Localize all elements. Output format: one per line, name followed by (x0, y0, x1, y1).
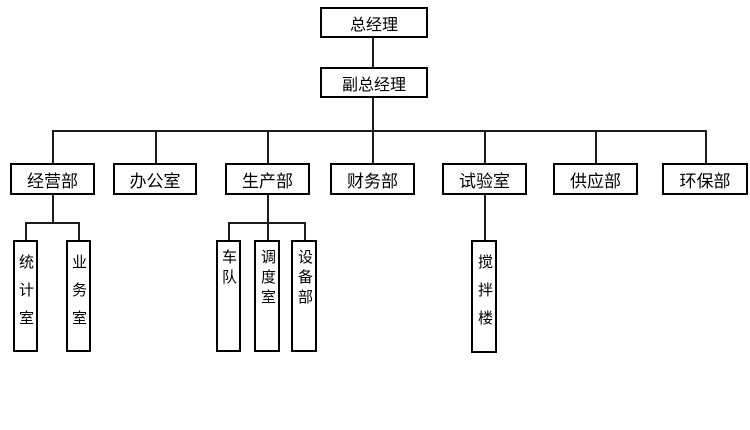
connector-line (372, 38, 374, 67)
connector-line (705, 130, 707, 163)
org-node-fleet: 车队 (216, 240, 241, 352)
connector-line (267, 195, 269, 240)
connector-line (267, 130, 269, 163)
connector-line (52, 130, 54, 163)
connector-line (52, 130, 706, 132)
org-node-business-room: 业务室 (66, 240, 91, 352)
org-node-business-dept: 经营部 (10, 163, 95, 195)
org-node-deputy-general-manager: 副总经理 (320, 67, 428, 98)
connector-line (228, 222, 305, 224)
org-node-environmental-dept: 环保部 (662, 163, 748, 195)
connector-line (595, 130, 597, 163)
connector-line (78, 222, 80, 240)
connector-line (155, 130, 157, 163)
connector-line (484, 195, 486, 240)
connector-line (25, 222, 27, 240)
org-node-laboratory: 试验室 (442, 163, 527, 195)
org-node-dispatch-room: 调度室 (254, 240, 280, 352)
connector-line (304, 222, 306, 240)
org-node-general-manager: 总经理 (320, 7, 428, 38)
connector-line (228, 222, 230, 240)
org-node-supply-dept: 供应部 (553, 163, 638, 195)
connector-line (484, 130, 486, 163)
org-node-production-dept: 生产部 (225, 163, 310, 195)
org-node-statistics-room: 统计室 (13, 240, 38, 352)
org-node-finance-dept: 财务部 (330, 163, 415, 195)
org-node-equipment-dept: 设备部 (291, 240, 317, 352)
connector-line (52, 195, 54, 222)
org-node-office: 办公室 (113, 163, 197, 195)
org-node-mixing-building: 搅拌楼 (471, 240, 497, 353)
connector-line (25, 222, 79, 224)
